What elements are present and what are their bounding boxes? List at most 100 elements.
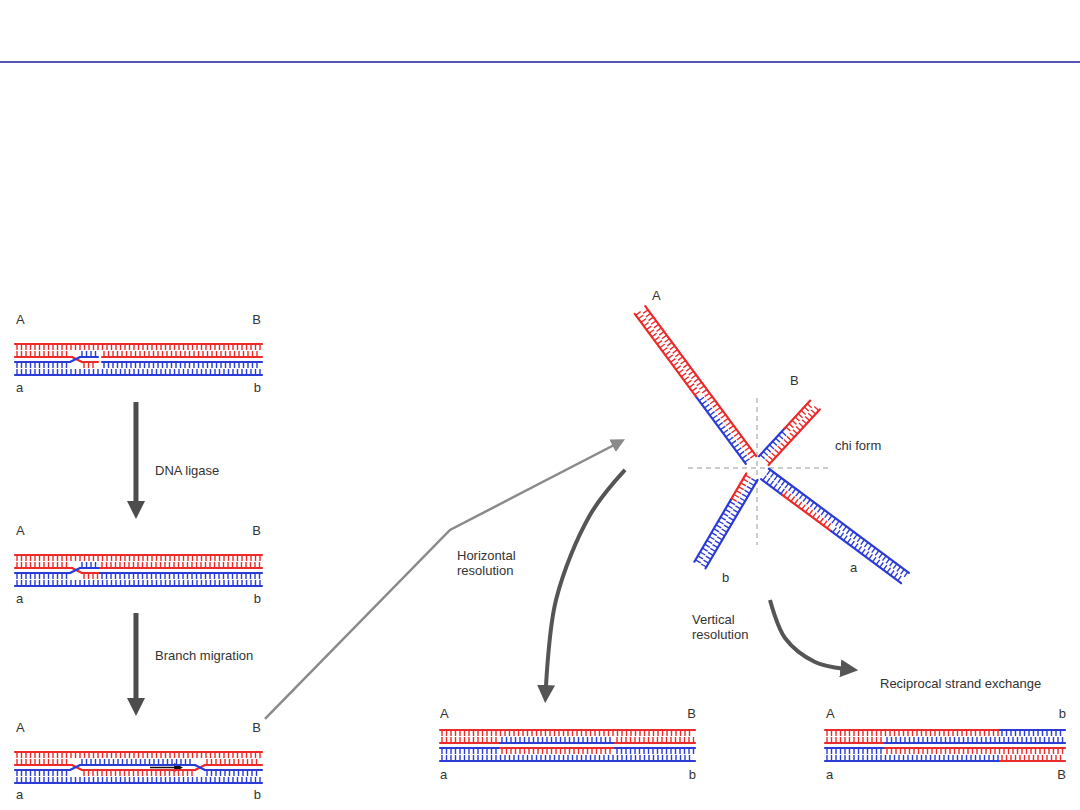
dna-strands [15, 306, 1065, 783]
base-pair-rungs [82, 562, 96, 568]
base-pair-rungs [786, 404, 812, 431]
strand-end-label: a [826, 767, 833, 782]
step-label: Vertical resolution [690, 612, 766, 642]
base-pair-rungs [760, 432, 786, 459]
strand-end-label: B [687, 706, 696, 721]
dna-duplex-figure: A Ba b [436, 703, 700, 789]
base-pair-rungs [699, 397, 749, 462]
base-pair-rungs [442, 755, 690, 761]
strand-end-label: A [16, 720, 25, 735]
strand-backbone [885, 747, 1065, 749]
figure-caption: chi form [835, 438, 881, 453]
base-pair-rungs [766, 407, 819, 464]
base-pair-rungs [827, 730, 998, 736]
base-pair-rungs [442, 737, 496, 743]
strand-end-label: a [16, 591, 23, 606]
dna-duplex-figure: A Ba b [12, 519, 265, 613]
strand-backbone [1000, 729, 1065, 731]
step-label: DNA ligase [153, 463, 221, 478]
strand-end-label: B [1057, 767, 1066, 782]
resolution-axis [757, 398, 758, 545]
strand-backbone [615, 747, 695, 749]
strand-backbone [885, 742, 1065, 744]
strand-backbone [70, 765, 80, 770]
strand-end-label: A [440, 706, 449, 721]
base-pair-rungs [643, 310, 755, 458]
base-pair-rungs [17, 752, 260, 758]
base-pair-rungs [701, 479, 756, 567]
base-pair-rungs [887, 737, 1063, 743]
base-pair-rungs [17, 580, 260, 586]
base-pair-rungs [827, 748, 881, 754]
strand-end-label: b [1059, 706, 1066, 721]
base-pair-rungs [827, 737, 881, 743]
figure-caption: Reciprocal strand exchange [880, 676, 1041, 691]
base-pair-rungs [17, 344, 260, 350]
dna-duplex-figure: A Ba b [12, 716, 265, 808]
base-pair-rungs [833, 528, 902, 581]
base-pair-rungs [17, 759, 67, 765]
base-pair-rungs [887, 748, 1063, 754]
strand-backbone [785, 401, 811, 429]
strand-end-label: A [16, 523, 25, 538]
strand-backbone [1000, 760, 1065, 762]
base-pair-rungs [84, 573, 98, 579]
strand-backbone [70, 357, 80, 362]
dna-duplex-figure: Reciprocal strand exchangeAbaB [822, 672, 1070, 789]
base-pair-rungs [84, 770, 192, 776]
strand-end-label: B [252, 523, 261, 538]
process-arrow [133, 402, 138, 505]
process-arrow [133, 613, 138, 702]
base-pair-rungs [1002, 755, 1061, 761]
strand-end-label: B [790, 373, 799, 388]
base-pair-rungs [17, 562, 67, 568]
strand-backbone [80, 764, 195, 766]
step-label: Horizontal resolution [455, 548, 539, 578]
strand-backbone [782, 495, 831, 531]
strand-backbone [645, 306, 756, 456]
base-pair-rungs [17, 369, 260, 375]
strand-end-label: A [652, 288, 661, 303]
base-pair-rungs [636, 312, 700, 395]
strand-end-label: b [254, 591, 261, 606]
base-pair-rungs [617, 748, 694, 754]
base-pair-rungs [102, 573, 260, 579]
strand-end-label: b [689, 767, 696, 782]
strand-end-label: a [16, 380, 23, 395]
migration-arrow [150, 767, 176, 769]
base-pair-rungs [1002, 730, 1061, 736]
base-pair-rungs [82, 759, 190, 765]
base-pair-rungs [104, 362, 257, 368]
base-pair-rungs [17, 351, 67, 357]
base-pair-rungs [84, 362, 93, 368]
strand-backbone [500, 742, 615, 744]
header-rule [0, 61, 1080, 63]
strand-end-label: b [254, 380, 261, 395]
dna-duplex-figure: ABab [12, 308, 265, 402]
step-label: Branch migration [153, 648, 255, 663]
strand-backbone [80, 567, 100, 569]
strand-backbone [500, 747, 615, 749]
base-pair-rungs [102, 562, 260, 568]
base-pair-rungs [442, 748, 496, 754]
base-pair-rungs [207, 759, 257, 765]
base-pair-rungs [767, 470, 908, 577]
strand-end-label: a [16, 787, 23, 802]
strand-backbone [195, 765, 205, 770]
strand-backbone [70, 568, 80, 573]
strand-end-label: b [254, 787, 261, 802]
strand-end-label: B [252, 720, 261, 735]
resolution-axis [688, 468, 828, 469]
dna-duplex-figure: ABchi formba [625, 285, 915, 600]
strand-end-label: A [16, 312, 25, 327]
process-arrow [770, 600, 844, 669]
base-pair-rungs [17, 555, 260, 561]
base-pair-rungs [502, 737, 610, 743]
base-pair-rungs [207, 770, 257, 776]
strand-end-label: b [722, 570, 729, 585]
strand-end-label: a [440, 767, 447, 782]
base-pair-rungs [17, 777, 260, 783]
base-pair-rungs [502, 748, 610, 754]
